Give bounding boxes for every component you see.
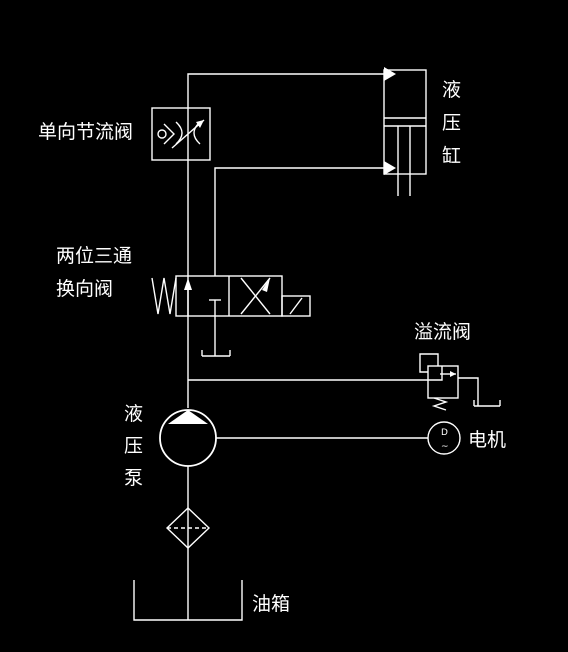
relief-valve (419, 353, 501, 411)
pipe-lines (187, 73, 443, 620)
main-supply-line (187, 73, 386, 408)
electric-motor (427, 421, 461, 455)
cylinder-label-1: 液 (442, 79, 461, 101)
pump-label-3: 泵 (124, 467, 143, 489)
pump-label-1: 液 (124, 403, 143, 425)
hydraulic-pump (159, 409, 217, 467)
tank-label: 油箱 (252, 593, 290, 615)
directional-valve (151, 275, 311, 357)
relief-valve-label: 溢流阀 (414, 321, 471, 343)
rod-end-line (214, 167, 386, 276)
check-throttle-valve-label: 单向节流阀 (38, 121, 133, 143)
cylinder-port-arrow-bottom (384, 161, 396, 175)
oil-tank (133, 580, 243, 621)
valve-spring (151, 277, 177, 315)
directional-valve-label-2: 换向阀 (56, 278, 113, 300)
motor-symbol-ac: ~ (441, 442, 449, 452)
cylinder-label-2: 压 (442, 112, 461, 134)
relief-valve-spring (431, 397, 449, 411)
check-throttle-valve (151, 107, 211, 161)
cylinder-label-3: 缸 (442, 145, 461, 167)
motor-label: 电机 (468, 429, 506, 451)
motor-symbol-d: D (441, 428, 448, 438)
relief-branch-line (188, 366, 443, 381)
hydraulic-cylinder (383, 67, 427, 196)
cylinder-port-arrow-top (384, 67, 396, 81)
oil-filter (165, 507, 211, 549)
pump-label-2: 压 (124, 435, 143, 457)
pump-direction-triangle (168, 410, 208, 424)
valve-solenoid (281, 295, 311, 317)
directional-valve-label-1: 两位三通 (56, 245, 132, 267)
